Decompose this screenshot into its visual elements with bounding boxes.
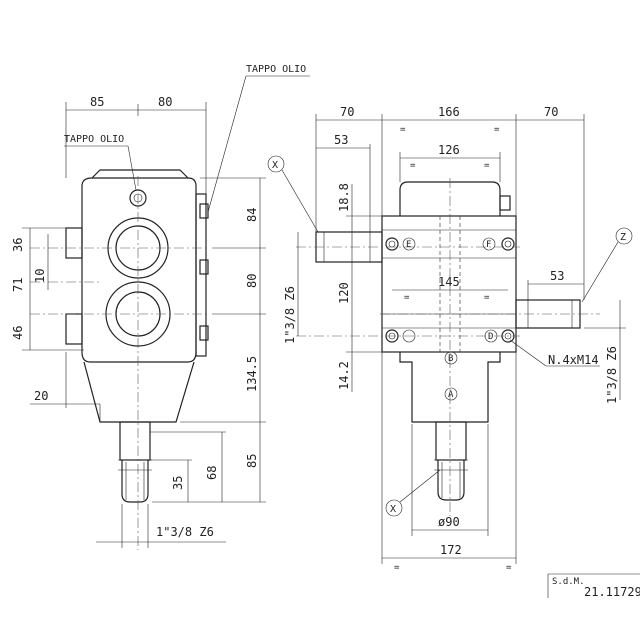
callout-x-lower [385, 499, 403, 517]
eq-7: = [394, 563, 400, 573]
dim-84: 84 [245, 208, 259, 222]
callout-x-upper-label: X [272, 160, 278, 171]
dim-53-top: 53 [334, 133, 348, 147]
eq-2: = [494, 125, 500, 135]
callout-b [444, 351, 458, 365]
dim-10: 10 [33, 269, 47, 283]
eq-6: = [484, 293, 490, 303]
dim-46: 46 [11, 326, 25, 340]
dim-71: 71 [11, 278, 25, 292]
callout-z-label: Z [620, 232, 626, 243]
flange-lug-3 [199, 325, 209, 341]
flange-lug-2 [199, 259, 209, 275]
callout-f [482, 237, 496, 251]
eq-5: = [404, 293, 410, 303]
drawing-code: 21.11729 [584, 585, 640, 599]
shaft-left-label: 1"3/8 Z6 [283, 286, 297, 344]
callout-d [484, 329, 498, 343]
boss-lower [65, 313, 83, 345]
top-cap-lug [499, 195, 511, 211]
sdm-label: S.d.M. [552, 577, 585, 587]
dim-70-right: 70 [544, 105, 558, 119]
housing-shoulder [91, 169, 189, 179]
eq-8: = [506, 563, 512, 573]
dim-70-left: 70 [340, 105, 354, 119]
callout-a-label: A [448, 390, 454, 400]
callout-f-label: F [486, 240, 491, 250]
dim-14-2: 14.2 [337, 361, 351, 390]
oil-plug-top-label: TAPPO OLIO [246, 64, 306, 75]
dim-85-right: 85 [245, 454, 259, 468]
left-view [30, 169, 210, 550]
tapered-body [83, 361, 195, 423]
dim-172: 172 [440, 543, 462, 557]
left-dimensions: 85 80 TAPPO OLIO TAPPO OLIO 36 10 71 46 … [11, 64, 310, 548]
dim-68: 68 [205, 466, 219, 480]
dim-80-right: 80 [245, 274, 259, 288]
callout-a [444, 387, 458, 401]
right-view [296, 178, 600, 516]
dim-53-right: 53 [550, 269, 564, 283]
callouts: X Z X E F D B A [267, 155, 633, 517]
dim-36: 36 [11, 238, 25, 252]
callout-x-upper [267, 155, 285, 173]
bottom-splined-shaft [437, 460, 465, 501]
bolts-label: N.4xM14 [548, 353, 599, 367]
title-block: S.d.M. 21.11729 [547, 573, 640, 599]
right-dimensions: 70 166 70 = = 53 126 = = 18.8 120 14.2 1… [283, 105, 626, 573]
shaft-right-label: 1"3/8 Z6 [605, 346, 619, 404]
shaft-bottom-label: 1"3/8 Z6 [156, 525, 214, 539]
callout-e [402, 237, 416, 251]
dim-166: 166 [438, 105, 460, 119]
eq-1: = [400, 125, 406, 135]
splined-shaft [121, 460, 149, 503]
dim-90: ø90 [438, 515, 460, 529]
dim-85-top: 85 [90, 95, 104, 109]
flange-lug-1 [199, 203, 209, 219]
callout-b-label: B [448, 354, 453, 364]
dim-18-8: 18.8 [337, 183, 351, 212]
dim-134-5: 134.5 [245, 356, 259, 392]
side-flange [195, 193, 207, 357]
callout-e-label: E [406, 240, 411, 250]
eq-3: = [410, 161, 416, 171]
callout-c [402, 329, 416, 343]
dim-35: 35 [171, 476, 185, 490]
dim-80-top: 80 [158, 95, 172, 109]
output-shaft-neck [119, 421, 151, 461]
main-plate [381, 215, 517, 353]
boss-upper [65, 227, 83, 259]
callout-d-label: D [488, 332, 493, 342]
callout-x-lower-label: X [390, 504, 396, 515]
oil-plug-left-label: TAPPO OLIO [64, 134, 124, 145]
dim-126: 126 [438, 143, 460, 157]
callout-z [615, 227, 633, 245]
dim-145: 145 [438, 275, 460, 289]
dim-20: 20 [34, 389, 48, 403]
dim-120: 120 [337, 282, 351, 304]
eq-4: = [484, 161, 490, 171]
bottom-shaft-neck [435, 421, 467, 461]
